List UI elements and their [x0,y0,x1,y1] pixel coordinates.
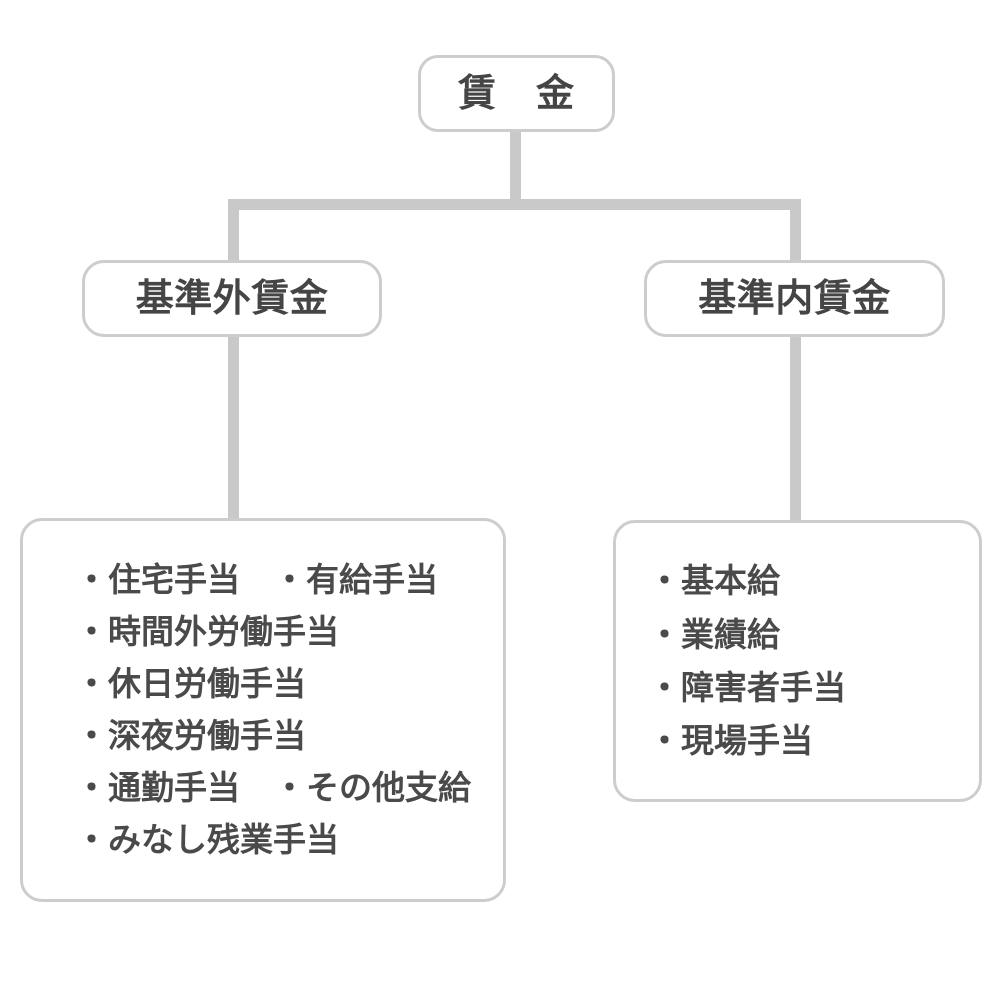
node-hijun-gai[interactable]: 基準外賃金 [82,260,382,337]
list-item: ・業績給 [648,615,780,653]
node-wage-root[interactable]: 賃 金 [418,55,615,132]
list-item: ・基本給 [648,562,780,600]
node-wage-root-label: 賃 金 [457,72,575,115]
list-item: ・現場手当 [648,722,813,760]
connector-horizontal-bus [228,199,801,210]
list-item: ・休日労働手当 [75,664,306,702]
list-item: ・時間外労働手当 [75,612,339,650]
list-item: ・みなし残業手当 [75,821,339,859]
connector-hijun-nai-to-items [790,334,801,524]
connector-root-vertical [510,131,521,205]
connector-hijun-gai-to-items [228,334,239,522]
connector-to-hijun-nai [790,199,801,263]
node-hijun-nai[interactable]: 基準内賃金 [644,260,945,337]
list-box-hijun-nai: ・基本給 ・業績給 ・障害者手当 ・現場手当 [613,520,982,802]
list-item: ・通勤手当 ・その他支給 [75,769,471,807]
node-hijun-gai-label: 基準外賃金 [135,277,329,320]
list-item: ・住宅手当 ・有給手当 [75,560,438,598]
list-box-hijun-gai: ・住宅手当 ・有給手当 ・時間外労働手当 ・休日労働手当 ・深夜労働手当 ・通勤… [20,518,506,902]
list-item: ・深夜労働手当 [75,717,306,754]
list-item: ・障害者手当 [648,669,846,706]
node-hijun-nai-label: 基準内賃金 [698,277,891,320]
connector-to-hijun-gai [228,199,239,263]
